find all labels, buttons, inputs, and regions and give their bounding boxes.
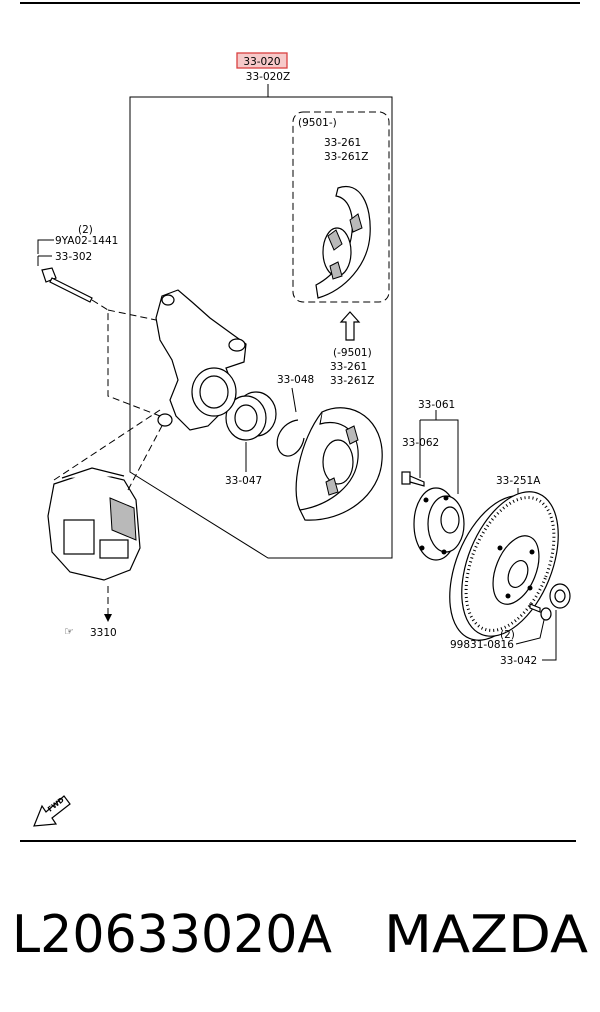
dust-shield-upper[interactable] xyxy=(315,185,371,299)
highlight-box xyxy=(236,52,288,69)
variant-box xyxy=(292,111,390,303)
label-33-020[interactable]: 33-020 xyxy=(243,56,280,68)
disc-screw[interactable] xyxy=(529,603,552,621)
brake-caliper[interactable] xyxy=(47,467,141,581)
fwd-arrow-icon xyxy=(33,795,71,827)
label-33-261-upper[interactable]: 33-261 xyxy=(324,137,361,149)
label-33-302[interactable]: 33-302 xyxy=(55,251,92,263)
label-33-061[interactable]: 33-061 xyxy=(418,399,455,411)
label-33-261z-lower[interactable]: 33-261Z xyxy=(330,375,374,387)
caliper-ref-icon: ☞ xyxy=(64,625,74,638)
hub-bolt[interactable] xyxy=(401,471,425,487)
label-9501-lower[interactable]: (-9501) xyxy=(333,347,372,359)
snap-ring[interactable] xyxy=(276,419,305,457)
steering-knuckle[interactable] xyxy=(155,289,247,431)
label-33-261-lower[interactable]: 33-261 xyxy=(330,361,367,373)
label-9501-upper[interactable]: (9501-) xyxy=(298,117,337,129)
wheel-bearing[interactable] xyxy=(225,391,277,441)
dust-shield-lower[interactable] xyxy=(295,407,383,521)
label-small-bolt-qty[interactable]: (2) xyxy=(500,629,515,641)
label-99831-0816[interactable]: 99831-0816 xyxy=(450,639,514,651)
footer-part-number: L20633020A xyxy=(12,905,332,965)
label-9ya02-1441[interactable]: 9YA02-1441 xyxy=(55,235,118,247)
label-33-251a[interactable]: 33-251A xyxy=(496,475,541,487)
bolt-leader xyxy=(91,299,161,417)
variant-arrow xyxy=(339,311,361,341)
caliper-leader xyxy=(53,409,161,481)
bolt-33-302[interactable] xyxy=(41,267,93,303)
label-33-020z[interactable]: 33-020Z xyxy=(246,71,290,83)
label-33-042[interactable]: 33-042 xyxy=(500,655,537,667)
footer-brand: MAZDA xyxy=(384,905,588,965)
brake-disc[interactable] xyxy=(431,478,578,654)
hub-nut[interactable] xyxy=(549,583,571,609)
label-bolt-qty[interactable]: (2) xyxy=(78,224,93,236)
label-3310[interactable]: 3310 xyxy=(90,627,117,639)
label-33-062[interactable]: 33-062 xyxy=(402,437,439,449)
label-33-048[interactable]: 33-048 xyxy=(277,374,314,386)
assembly-frame xyxy=(129,84,393,559)
caliper-leader-2 xyxy=(127,421,165,491)
wheel-hub[interactable] xyxy=(413,487,465,561)
label-33-261z-upper[interactable]: 33-261Z xyxy=(324,151,368,163)
label-33-047[interactable]: 33-047 xyxy=(225,475,262,487)
bolt-leader-2 xyxy=(107,309,157,321)
